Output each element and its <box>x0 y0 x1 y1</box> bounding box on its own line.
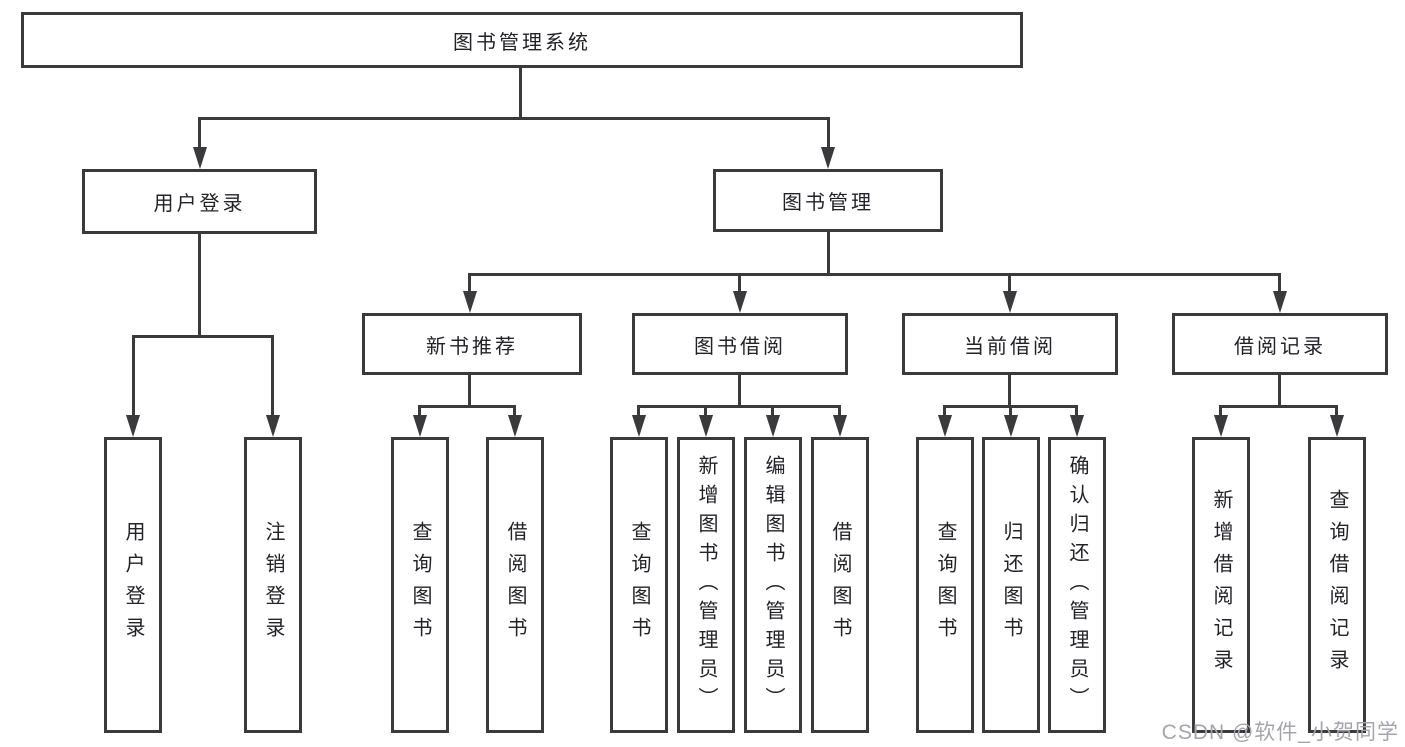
arrow-down-icon <box>699 415 713 437</box>
arrow-down-icon <box>1004 415 1018 437</box>
connector-line <box>1008 375 1011 405</box>
leaf-newbook-query-books-label: 查询图书 <box>409 521 431 649</box>
connector-line <box>1278 273 1281 291</box>
leaf-newbook-borrow-books-label: 借阅图书 <box>504 521 526 649</box>
leaf-current-confirm-return-admin-label: 确认归还（管理员） <box>1066 454 1088 716</box>
connector-line <box>513 405 516 417</box>
connector-line <box>827 117 830 149</box>
arrow-down-icon <box>413 415 427 437</box>
connector-line <box>637 405 640 417</box>
connector-line <box>271 335 274 415</box>
leaf-borrow-borrow-books: 借阅图书 <box>811 437 869 733</box>
arrow-down-icon <box>733 291 747 313</box>
node-book-borrowing-label: 图书借阅 <box>694 335 786 358</box>
leaf-user-login-label: 用户登录 <box>122 521 144 649</box>
node-current-borrowing-label: 当前借阅 <box>964 335 1056 358</box>
connector-line <box>132 335 274 338</box>
leaf-borrow-add-books-admin-label: 新增图书（管理员） <box>695 454 717 716</box>
leaf-current-query-books-label: 查询图书 <box>934 521 956 649</box>
connector-line <box>704 405 707 417</box>
leaf-newbook-query-books: 查询图书 <box>391 437 449 733</box>
arrow-down-icon <box>1273 291 1287 313</box>
leaf-borrow-add-books-admin: 新增图书（管理员） <box>677 437 735 733</box>
connector-line <box>468 273 1281 276</box>
leaf-borrow-edit-books-admin: 编辑图书（管理员） <box>744 437 802 733</box>
arrow-down-icon <box>1003 291 1017 313</box>
connector-line <box>198 117 201 149</box>
connector-line <box>468 375 471 405</box>
arrow-down-icon <box>508 415 522 437</box>
arrow-down-icon <box>833 415 847 437</box>
connector-line <box>943 405 946 417</box>
leaf-records-query-record: 查询借阅记录 <box>1308 437 1366 733</box>
connector-line <box>198 233 201 335</box>
leaf-user-login: 用户登录 <box>104 437 162 733</box>
node-new-book-recommend: 新书推荐 <box>362 313 582 375</box>
arrow-down-icon <box>1330 415 1344 437</box>
connector-line <box>418 405 421 417</box>
connector-line <box>418 405 516 408</box>
arrow-down-icon <box>266 415 280 437</box>
connector-line <box>198 117 830 120</box>
leaf-logout: 注销登录 <box>244 437 302 733</box>
arrow-down-icon <box>1214 415 1228 437</box>
arrow-down-icon <box>1070 415 1084 437</box>
connector-line <box>738 375 741 405</box>
connector-line <box>771 405 774 417</box>
leaf-current-return-books: 归还图书 <box>982 437 1040 733</box>
leaf-records-add-record-label: 新增借阅记录 <box>1210 489 1232 681</box>
watermark: CSDN @软件_小贺同学 <box>1161 721 1399 744</box>
leaf-borrow-query-books: 查询图书 <box>610 437 668 733</box>
leaf-logout-label: 注销登录 <box>262 521 284 649</box>
leaf-borrow-query-books-label: 查询图书 <box>628 521 650 649</box>
connector-line <box>827 232 830 273</box>
leaf-current-return-books-label: 归还图书 <box>1000 521 1022 649</box>
connector-line <box>838 405 841 417</box>
node-borrowing-records-label: 借阅记录 <box>1234 335 1326 358</box>
node-new-book-recommend-label: 新书推荐 <box>426 335 518 358</box>
connector-line <box>1009 405 1012 417</box>
node-borrowing-records: 借阅记录 <box>1172 313 1388 375</box>
leaf-records-add-record: 新增借阅记录 <box>1192 437 1250 733</box>
node-book-management-label: 图书管理 <box>782 192 874 214</box>
connector-line <box>1278 375 1281 405</box>
arrow-down-icon <box>126 415 140 437</box>
leaf-current-query-books: 查询图书 <box>916 437 974 733</box>
connector-line <box>1008 273 1011 291</box>
connector-line <box>738 273 741 291</box>
node-book-borrowing: 图书借阅 <box>632 313 848 375</box>
leaf-borrow-edit-books-admin-label: 编辑图书（管理员） <box>762 454 784 716</box>
arrow-down-icon <box>938 415 952 437</box>
node-user-login-label: 用户登录 <box>153 193 246 215</box>
leaf-borrow-borrow-books-label: 借阅图书 <box>829 521 851 649</box>
node-current-borrowing: 当前借阅 <box>902 313 1118 375</box>
connector-line <box>1075 405 1078 417</box>
connector-line <box>519 68 522 117</box>
connector-line <box>1219 405 1338 408</box>
arrow-down-icon <box>632 415 646 437</box>
connector-line <box>637 405 841 408</box>
node-user-login: 用户登录 <box>82 169 317 234</box>
leaf-newbook-borrow-books: 借阅图书 <box>486 437 544 733</box>
node-root: 图书管理系统 <box>21 12 1023 68</box>
arrow-down-icon <box>821 147 835 169</box>
connector-line <box>1335 405 1338 417</box>
arrow-down-icon <box>766 415 780 437</box>
arrow-down-icon <box>193 147 207 169</box>
arrow-down-icon <box>463 291 477 313</box>
node-book-management: 图书管理 <box>713 169 943 232</box>
leaf-records-query-record-label: 查询借阅记录 <box>1326 489 1348 681</box>
leaf-current-confirm-return-admin: 确认归还（管理员） <box>1048 437 1106 733</box>
connector-line <box>1219 405 1222 417</box>
connector-line <box>132 335 135 415</box>
connector-line <box>468 273 471 291</box>
node-root-label: 图书管理系统 <box>453 31 591 54</box>
